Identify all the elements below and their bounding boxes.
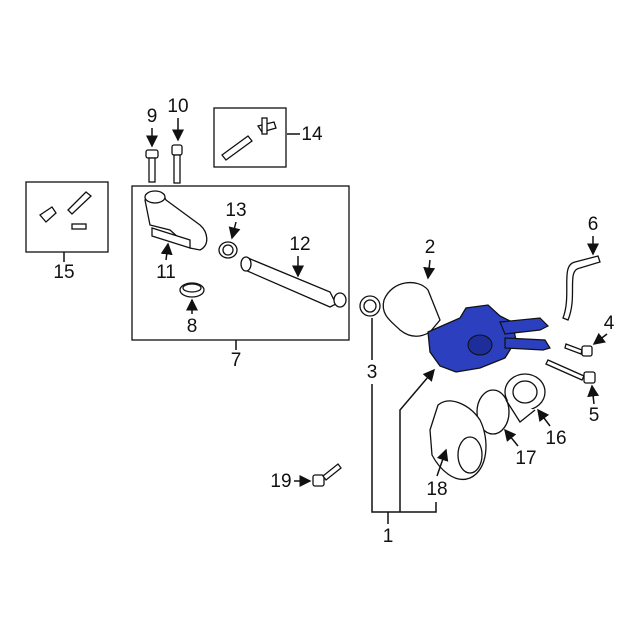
callout-5: 5 <box>589 405 600 426</box>
callout-1: 1 <box>383 526 394 547</box>
kit-box-15 <box>25 181 109 253</box>
outlet-pipe-11[interactable] <box>144 190 208 251</box>
bolt-5[interactable] <box>545 359 596 384</box>
callout-14: 14 <box>301 124 323 145</box>
o-ring-17[interactable] <box>476 389 510 435</box>
stud-10[interactable] <box>171 144 183 184</box>
water-pump-housing[interactable] <box>427 304 551 373</box>
callout-4: 4 <box>604 313 615 334</box>
seal-13[interactable] <box>218 241 238 259</box>
callout-12: 12 <box>289 234 310 255</box>
callout-16: 16 <box>545 428 566 449</box>
clip-kit-15[interactable] <box>39 191 92 230</box>
thermostat-16[interactable] <box>504 373 546 423</box>
callout-11: 11 <box>156 262 176 283</box>
seal-3[interactable] <box>359 295 381 317</box>
callout-8: 8 <box>187 316 198 337</box>
callout-18: 18 <box>426 479 447 500</box>
bolt-4[interactable] <box>564 343 593 357</box>
callout-9: 9 <box>147 106 158 127</box>
assembly-box-7 <box>131 185 350 341</box>
callout-6: 6 <box>588 214 599 235</box>
callout-19: 19 <box>270 471 291 492</box>
bolt-9[interactable] <box>145 149 159 183</box>
callout-2: 2 <box>425 237 436 258</box>
bolt-19[interactable] <box>312 463 342 487</box>
callout-7: 7 <box>231 350 242 371</box>
callout-10: 10 <box>167 96 188 117</box>
o-ring-8[interactable] <box>179 282 205 298</box>
kit-box-14 <box>213 107 287 168</box>
hose-6[interactable] <box>562 255 601 321</box>
callout-3: 3 <box>367 362 378 383</box>
tube-12[interactable] <box>240 256 347 308</box>
hose-kit-14[interactable] <box>221 117 277 161</box>
callout-13: 13 <box>225 200 246 221</box>
gasket-2[interactable] <box>382 281 441 337</box>
callout-15: 15 <box>53 262 74 283</box>
callout-17: 17 <box>515 448 536 469</box>
